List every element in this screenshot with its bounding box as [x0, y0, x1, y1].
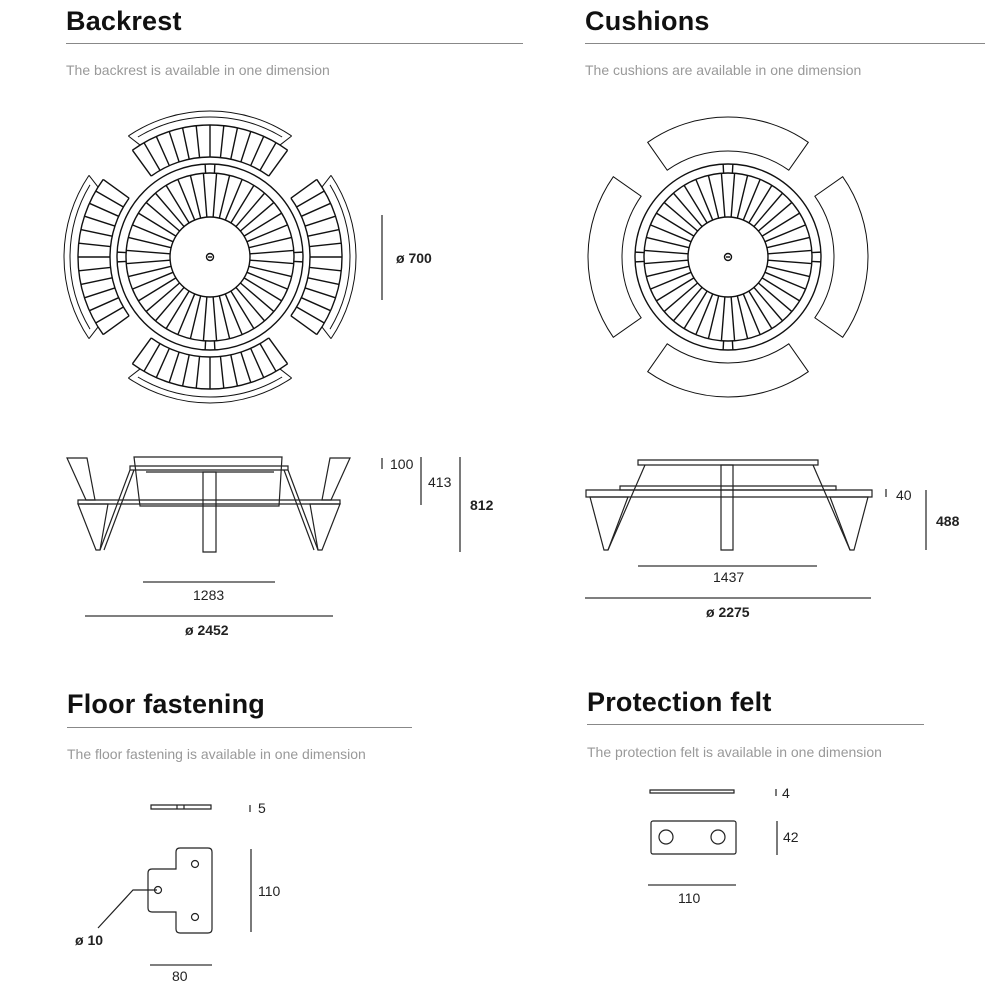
dimension-label: 80	[172, 968, 188, 984]
dimension-label: 1283	[193, 587, 225, 603]
dimension-label: 812	[470, 497, 494, 513]
dimension-label: 413	[428, 474, 452, 490]
section-divider	[587, 724, 924, 725]
dimension-lines	[85, 215, 926, 965]
cushions-top-view-drawing	[588, 117, 868, 397]
section-title-backrest: Backrest	[66, 6, 182, 36]
dimension-label: 1437	[713, 569, 745, 585]
dimension-label: ø 700	[396, 250, 432, 266]
dimension-label: 110	[258, 883, 281, 899]
section-subtitle-protection-felt: The protection felt is available in one …	[587, 744, 882, 760]
dimension-label: 100	[390, 456, 414, 472]
section-divider	[66, 43, 523, 44]
cushions-side-view-drawing	[586, 460, 872, 550]
section-subtitle-backrest: The backrest is available in one dimensi…	[66, 62, 330, 78]
dimension-label: 40	[896, 487, 912, 503]
section-title-floor-fastening: Floor fastening	[67, 689, 265, 719]
dimension-label: 42	[783, 829, 799, 845]
backrest-side-view-drawing	[67, 457, 350, 552]
dimension-label: ø 2275	[706, 604, 750, 620]
section-subtitle-cushions: The cushions are available in one dimens…	[585, 62, 862, 78]
section-title-protection-felt: Protection felt	[587, 687, 772, 717]
backrest-top-view-drawing	[64, 111, 356, 403]
protection-felt-drawing	[650, 790, 736, 854]
section-divider	[585, 43, 985, 44]
section-title-cushions: Cushions	[585, 6, 710, 36]
section-subtitle-floor-fastening: The floor fastening is available in one …	[67, 746, 366, 762]
dimension-label: 110	[678, 890, 701, 906]
dimension-label: 5	[258, 800, 266, 816]
dimension-label: 4	[782, 785, 790, 801]
floor-fastening-drawing	[98, 805, 212, 933]
section-divider	[67, 727, 412, 728]
dimension-label: 488	[936, 513, 960, 529]
dimension-label: ø 10	[75, 932, 104, 948]
dimension-label: ø 2452	[185, 622, 229, 638]
